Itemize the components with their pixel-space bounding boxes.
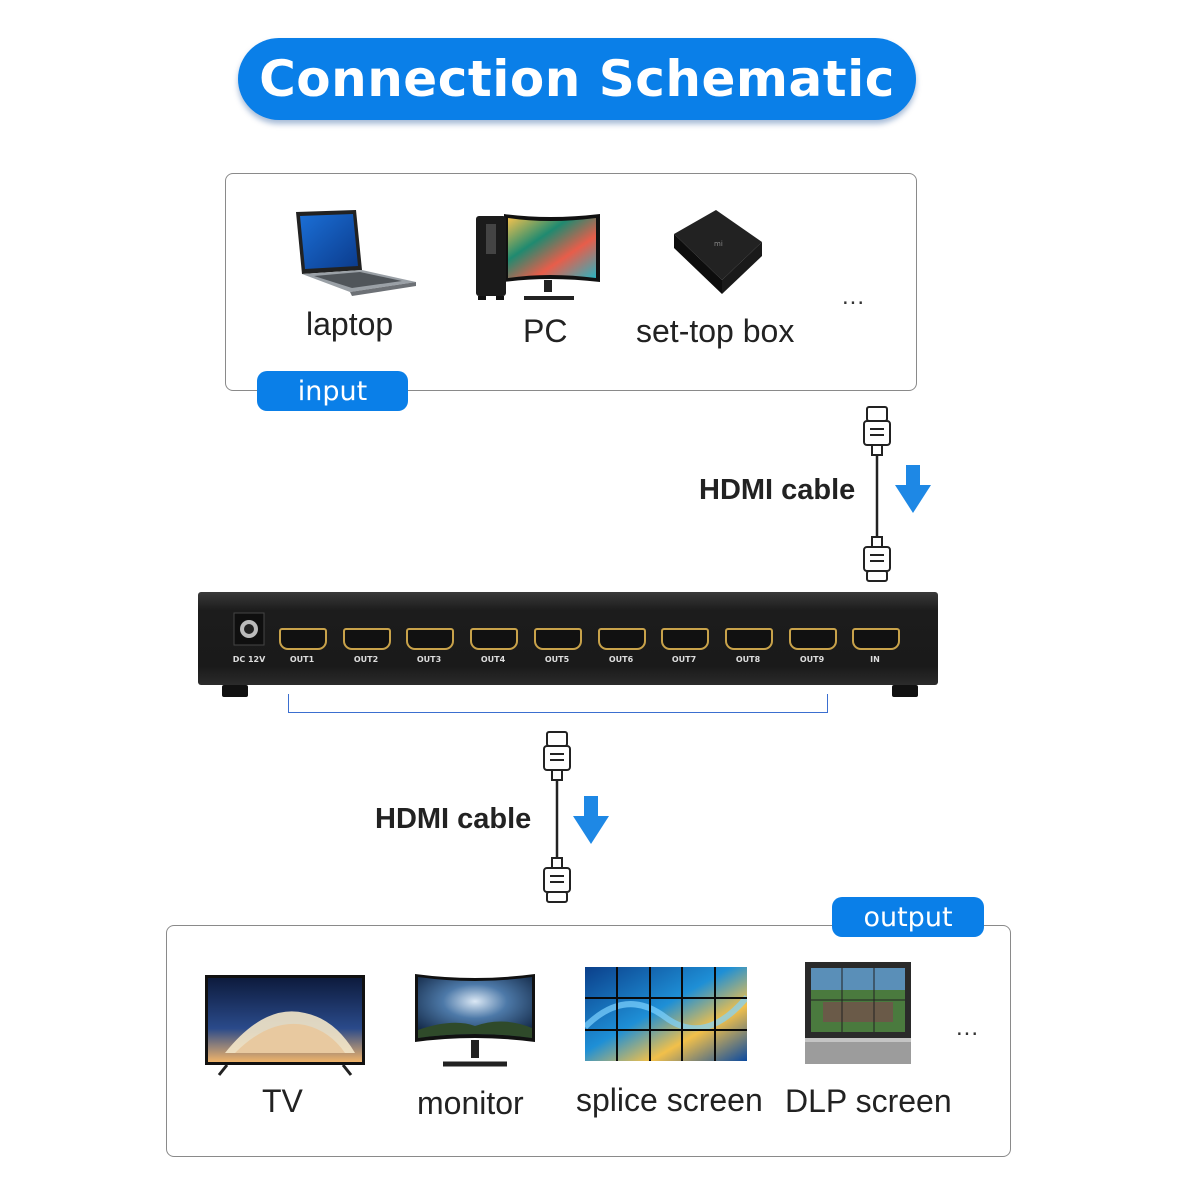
more-outputs-ellipsis: ... [956, 1014, 980, 1041]
hdmi-port-out9 [789, 628, 837, 650]
input-tag: input [257, 371, 408, 411]
port-label: OUT7 [671, 655, 697, 664]
port-label: IN [870, 655, 880, 664]
output-tag: output [832, 897, 984, 937]
hdmi-port-out1 [279, 628, 327, 650]
device-label-dlp-screen: DLP screen [785, 1083, 952, 1119]
pc-icon [476, 214, 600, 300]
cable-label-top: HDMI cable [699, 474, 856, 506]
port-label: OUT2 [353, 655, 379, 664]
set-top-box-icon: mi [674, 210, 762, 294]
port-label: OUT1 [289, 655, 315, 664]
device-label-set-top-box: set-top box [636, 313, 795, 349]
port-label: OUT6 [608, 655, 634, 664]
output-ports-bracket [288, 694, 828, 713]
splitter-foot [892, 685, 918, 697]
splitter-foot [222, 685, 248, 697]
hdmi-port-out3 [406, 628, 454, 650]
cable-label-bottom: HDMI cable [375, 803, 532, 835]
hdmi-port-out4 [470, 628, 518, 650]
hdmi-cable-top-icon [863, 406, 891, 582]
hdmi-port-out8 [725, 628, 773, 650]
arrow-down-icon [573, 796, 609, 844]
power-label: DC 12V [232, 655, 266, 664]
more-inputs-ellipsis: ... [842, 283, 866, 310]
hdmi-port-out2 [343, 628, 391, 650]
laptop-icon [296, 210, 416, 296]
page-title: Connection Schematic [259, 50, 895, 108]
monitor-icon [415, 974, 535, 1067]
tv-icon [205, 975, 365, 1076]
port-label: OUT4 [480, 655, 506, 664]
dlp-screen-icon [805, 962, 911, 1064]
port-label: OUT3 [416, 655, 442, 664]
device-label-pc: PC [523, 313, 568, 349]
title-banner: Connection Schematic [238, 38, 916, 120]
hdmi-cable-bottom-icon [543, 731, 571, 903]
device-label-monitor: monitor [417, 1085, 524, 1121]
hdmi-port-in [852, 628, 900, 650]
svg-text:mi: mi [714, 240, 723, 248]
device-label-laptop: laptop [306, 306, 394, 342]
device-label-tv: TV [262, 1083, 303, 1119]
port-label: OUT9 [799, 655, 825, 664]
hdmi-port-out5 [534, 628, 582, 650]
port-label: OUT8 [735, 655, 761, 664]
arrow-down-icon [895, 465, 931, 513]
splice-screen-icon [585, 967, 747, 1061]
port-label: OUT5 [544, 655, 570, 664]
hdmi-port-out6 [598, 628, 646, 650]
hdmi-port-out7 [661, 628, 709, 650]
dc-power-jack-icon [233, 612, 265, 646]
device-label-splice-screen: splice screen [576, 1082, 763, 1118]
